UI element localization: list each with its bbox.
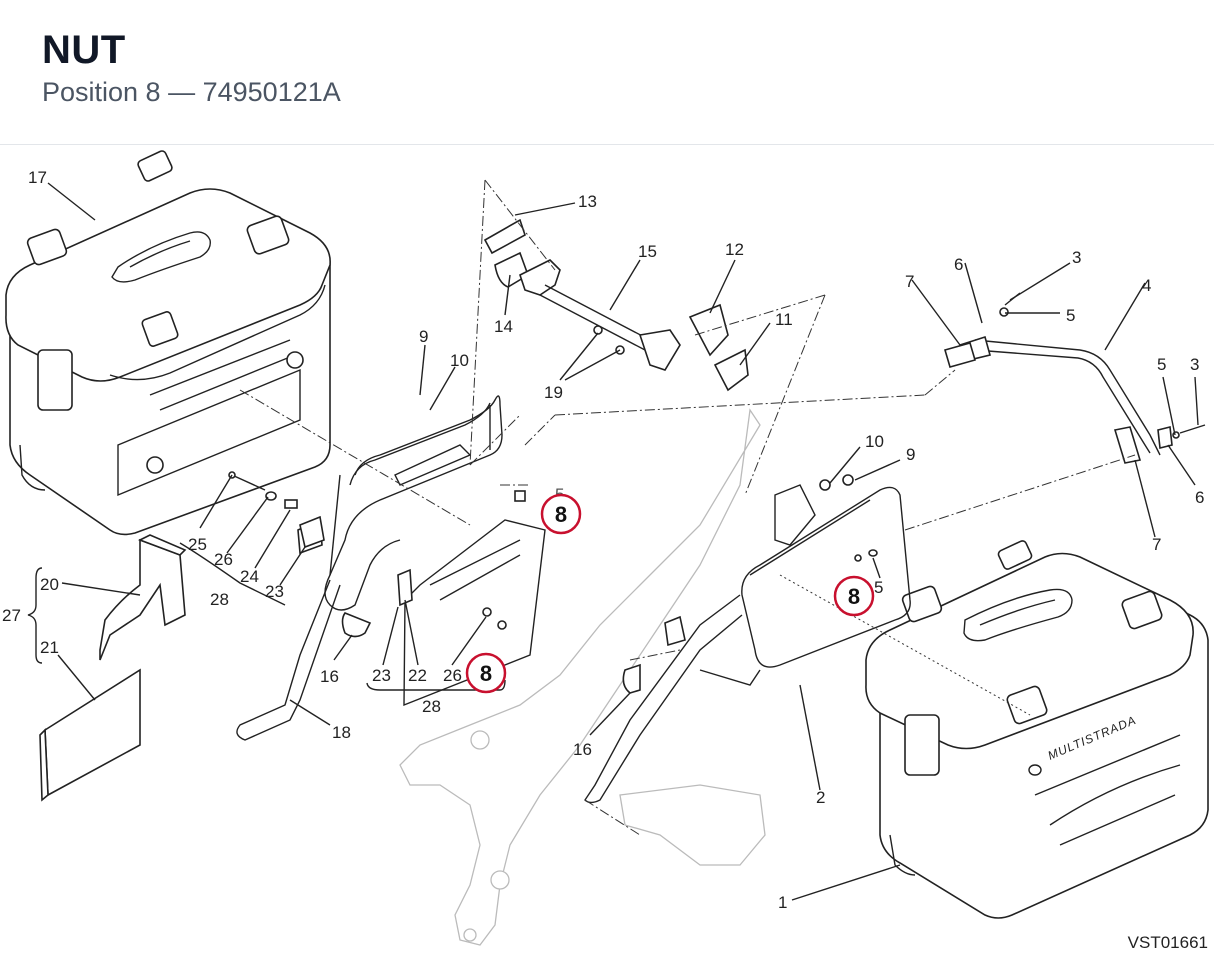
callout-label: 12 bbox=[725, 240, 744, 259]
callout-label: 2 bbox=[816, 788, 825, 807]
diagram-reference-code: VST01661 bbox=[1127, 933, 1208, 952]
motorcycle-frame-outline bbox=[399, 408, 766, 946]
exploded-parts-diagram: MULTISTRADA bbox=[2, 150, 1209, 946]
callout-label: 17 bbox=[28, 168, 47, 187]
callout-label: 9 bbox=[419, 327, 428, 346]
part-subtitle: Position 8 — 74950121A bbox=[42, 77, 341, 108]
left-side-case bbox=[5, 150, 331, 536]
callout-label: 5 bbox=[1157, 355, 1166, 374]
assembly-guide-lines bbox=[239, 179, 1136, 836]
callout-label: 16 bbox=[573, 740, 592, 759]
highlight-label: 8 bbox=[480, 661, 492, 686]
highlight-label: 8 bbox=[848, 584, 860, 609]
position-label: Position 8 bbox=[42, 77, 161, 107]
callout-label: 16 bbox=[320, 667, 339, 686]
highlight-marker[interactable]: 8 bbox=[540, 493, 582, 535]
callout-label: 28 bbox=[210, 590, 229, 609]
callout-label: 1 bbox=[778, 893, 787, 912]
callout-label: 11 bbox=[775, 310, 793, 329]
callout-labels: 1 2 3 3 4 5 5 5 5 6 6 7 7 9 9 10 10 11 1… bbox=[2, 168, 1204, 912]
callout-label: 18 bbox=[332, 723, 351, 742]
left-fastener-set bbox=[228, 471, 325, 549]
callout-label: 5 bbox=[1066, 306, 1075, 325]
callout-label: 20 bbox=[40, 575, 59, 594]
callout-label: 24 bbox=[240, 567, 259, 586]
left-case-pads bbox=[39, 534, 187, 802]
callout-leader-lines bbox=[27, 182, 1199, 901]
callout-label: 3 bbox=[1190, 355, 1199, 374]
highlight-marker[interactable]: 8 bbox=[833, 575, 875, 617]
callout-label: 6 bbox=[954, 255, 963, 274]
callout-label: 10 bbox=[450, 351, 469, 370]
callout-label: 14 bbox=[494, 317, 513, 336]
subtitle-separator: — bbox=[168, 77, 196, 107]
highlight-marker[interactable]: 8 bbox=[465, 652, 507, 694]
callout-label: 9 bbox=[906, 445, 915, 464]
highlighted-position-markers: 8 8 8 bbox=[465, 493, 875, 694]
callout-label: 13 bbox=[578, 192, 597, 211]
callout-label: 23 bbox=[372, 666, 391, 685]
callout-label: 19 bbox=[544, 383, 563, 402]
callout-label: 25 bbox=[188, 535, 207, 554]
callout-label: 21 bbox=[40, 638, 59, 657]
page-header: NUT Position 8 — 74950121A bbox=[0, 0, 1214, 145]
part-number: 74950121A bbox=[202, 77, 341, 107]
callout-label: 4 bbox=[1142, 276, 1151, 295]
callout-label: 7 bbox=[1152, 535, 1161, 554]
callout-label: 26 bbox=[214, 550, 233, 569]
right-rack-tube bbox=[944, 292, 1206, 464]
callout-label: 15 bbox=[638, 242, 657, 261]
part-title: NUT bbox=[42, 28, 126, 72]
callout-label: 26 bbox=[443, 666, 462, 685]
callout-label: 28 bbox=[422, 697, 441, 716]
callout-label: 10 bbox=[865, 432, 884, 451]
callout-label: 27 bbox=[2, 606, 21, 625]
callout-label: 22 bbox=[408, 666, 427, 685]
callout-label: 7 bbox=[905, 272, 914, 291]
highlight-label: 8 bbox=[555, 502, 567, 527]
callout-label: 23 bbox=[265, 582, 284, 601]
right-side-case: MULTISTRADA bbox=[865, 540, 1209, 919]
upper-bracket-assembly bbox=[483, 218, 749, 392]
callout-label: 5 bbox=[874, 578, 883, 597]
callout-label: 3 bbox=[1072, 248, 1081, 267]
callout-label: 6 bbox=[1195, 488, 1204, 507]
right-pannier-bracket bbox=[584, 474, 911, 804]
